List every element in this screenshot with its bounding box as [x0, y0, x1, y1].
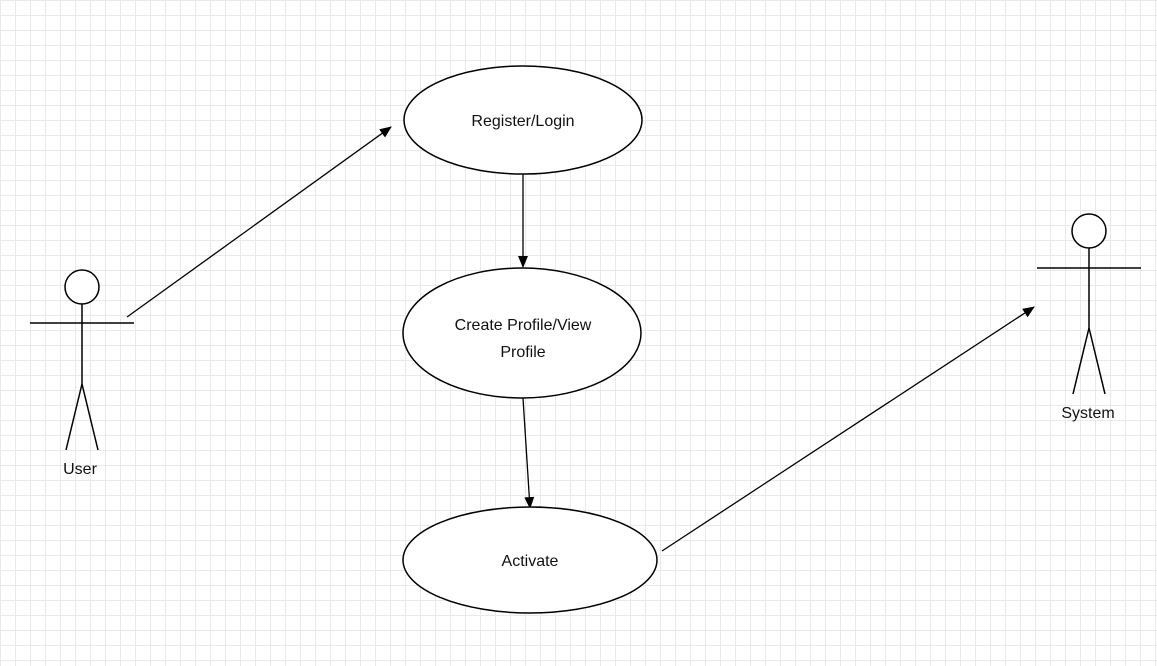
use-case-create-profile-label-line1: Create Profile/View [455, 317, 592, 334]
edge-activate-to-system [661, 306, 1035, 552]
use-case-activate-shape [402, 506, 658, 614]
use-case-register-login[interactable]: Register/Login [403, 65, 643, 175]
actor-system-right-leg [1088, 327, 1106, 395]
actor-user-label: User [63, 461, 97, 478]
actor-system-label: System [1061, 405, 1114, 422]
actor-system-head-icon [1071, 213, 1107, 249]
actor-user-head-icon [64, 269, 100, 305]
use-case-activate[interactable]: Activate [402, 506, 658, 614]
actor-user[interactable]: User [30, 269, 134, 478]
use-case-create-profile[interactable]: Create Profile/View Profile [402, 267, 642, 399]
use-case-create-profile-label-line2: Profile [500, 344, 545, 361]
use-case-create-profile-shape [402, 267, 642, 399]
actor-system[interactable]: System [1037, 213, 1141, 422]
edge-create-to-activate [522, 397, 535, 509]
use-case-register-login-shape [403, 65, 643, 175]
edge-user-to-register [126, 126, 392, 318]
actor-system-left-leg [1072, 327, 1090, 395]
use-case-register-login-label: Register/Login [471, 113, 574, 130]
actor-user-right-leg [81, 383, 99, 451]
actor-user-left-leg [65, 383, 83, 451]
use-case-activate-label: Activate [502, 553, 559, 570]
